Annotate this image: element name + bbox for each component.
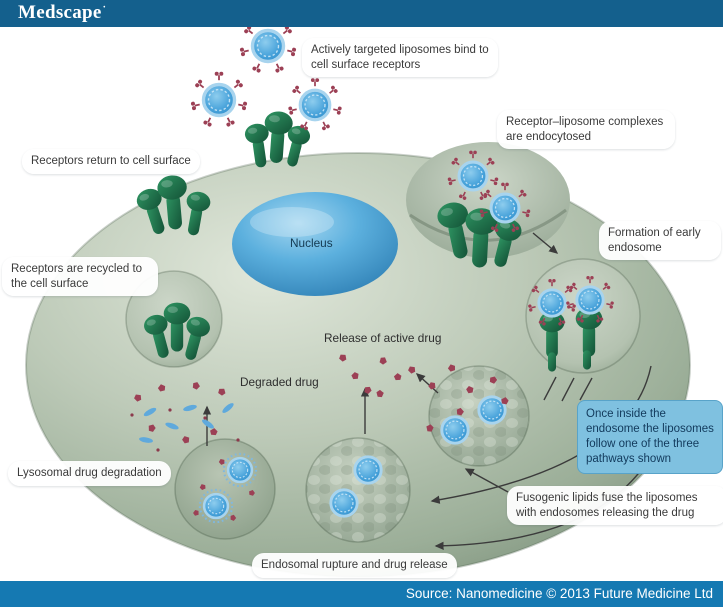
endosome-liposome: [440, 415, 470, 445]
label-endosomal-rupture: Endosomal rupture and drug release: [252, 553, 457, 578]
label-release-active-drug: Release of active drug: [324, 331, 442, 345]
lysosome: [174, 438, 276, 540]
endosome-liposome: [353, 455, 383, 485]
degraded-drug-particles: [130, 381, 240, 452]
endosome-liposome: [477, 395, 507, 425]
targeted-liposome: [288, 78, 342, 131]
source-credit: Source: Nanomedicine © 2013 Future Medic…: [405, 586, 713, 601]
targeted-liposome: [191, 72, 248, 127]
label-formation-early-endosome: Formation of early endosome: [599, 221, 721, 261]
label-fusogenic: Fusogenic lipids fuse the liposomes with…: [507, 486, 723, 526]
label-nucleus: Nucleus: [290, 236, 333, 250]
medscape-logo: Medscape: [18, 2, 106, 24]
endosome-liposome: [329, 488, 359, 518]
label-receptor-liposome: Receptor–liposome complexes are endocyto…: [497, 110, 675, 150]
footer-bar: Source: Nanomedicine © 2013 Future Medic…: [0, 581, 723, 607]
label-lysosomal-degradation: Lysosomal drug degradation: [8, 461, 171, 486]
label-degraded-drug: Degraded drug: [240, 375, 319, 389]
header-bar: Medscape: [0, 0, 723, 27]
label-receptors-recycled: Receptors are recycled to the cell surfa…: [2, 257, 158, 297]
label-receptors-return: Receptors return to cell surface: [22, 149, 200, 174]
nucleus: [232, 192, 398, 296]
label-actively-targeted: Actively targeted liposomes bind to cell…: [302, 38, 498, 78]
endosome-a: [305, 437, 411, 543]
callout-once-inside: Once inside the endosome the liposomes f…: [577, 400, 723, 474]
